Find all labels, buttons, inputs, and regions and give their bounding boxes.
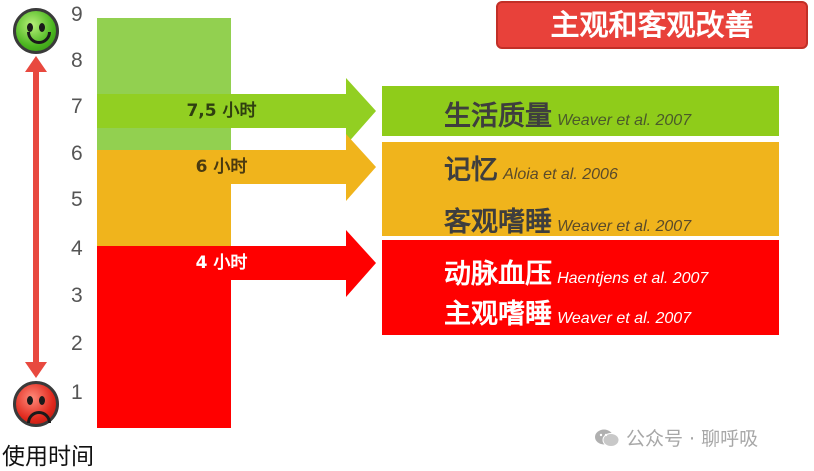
arrow-up-icon [25, 56, 47, 72]
column-segment-green [97, 18, 231, 152]
watermark-text: 公众号 · 聊呼吸 [626, 428, 759, 450]
x-axis-label: 使用时间 [2, 444, 94, 470]
eye-icon [39, 23, 45, 32]
tick-label-6: 6 [71, 142, 83, 165]
double-arrow-shaft [33, 70, 39, 366]
tick-label-3: 3 [71, 284, 83, 307]
watermark: 公众号 · 聊呼吸 [594, 424, 759, 450]
result-item: 客观嗜睡 Weaver et al. 2007 [444, 207, 692, 238]
tick-label-7: 7 [71, 95, 83, 118]
sad-face-icon [13, 381, 59, 427]
slide-title: 主观和客观改善 [496, 1, 808, 49]
eye-icon [27, 23, 33, 32]
eye-icon [27, 396, 33, 405]
tick-label-1: 1 [71, 381, 83, 404]
tick-label-8: 8 [71, 49, 83, 72]
result-box-green: 生活质量 Weaver et al. 2007 [382, 86, 779, 136]
arrow-label: 6 小时 [195, 157, 248, 177]
frown-icon [27, 411, 51, 423]
tick-label-4: 4 [71, 237, 83, 260]
smile-icon [27, 32, 51, 44]
result-item: 记忆 Aloia et al. 2006 [444, 155, 618, 186]
arrow-label: 4 小时 [195, 253, 248, 273]
eye-icon [39, 396, 45, 405]
wechat-icon [595, 429, 620, 447]
happy-face-icon [13, 8, 59, 54]
tick-label-9: 9 [71, 3, 83, 26]
arrow-down-icon [25, 362, 47, 378]
result-box-red: 动脉血压 Haentjens et al. 2007 主观嗜睡 Weaver e… [382, 240, 779, 335]
result-item: 生活质量 Weaver et al. 2007 [444, 101, 692, 132]
result-item: 主观嗜睡 Weaver et al. 2007 [444, 299, 692, 330]
tick-label-2: 2 [71, 332, 83, 355]
result-box-orange: 记忆 Aloia et al. 2006 客观嗜睡 Weaver et al. … [382, 142, 779, 238]
result-item: 动脉血压 Haentjens et al. 2007 [444, 259, 709, 290]
tick-label-5: 5 [71, 188, 83, 211]
arrow-label: 7,5 小时 [186, 101, 257, 121]
